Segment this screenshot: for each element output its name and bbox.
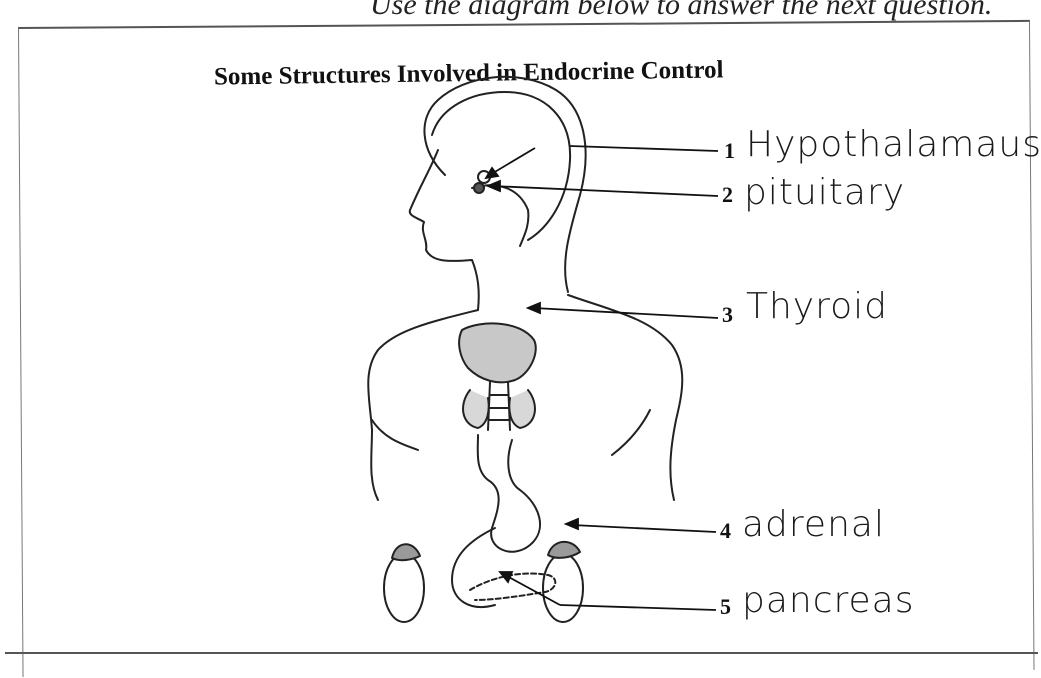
label-text-adrenal: adrenal [742, 504, 885, 545]
label-number-5: 5 [720, 594, 731, 620]
pituitary-dot [474, 183, 484, 193]
right-chest-line [612, 410, 650, 455]
leader-line-4 [572, 525, 716, 532]
leader-line-5 [560, 605, 716, 610]
left-kidney [384, 554, 424, 622]
thyroid-gland [459, 323, 536, 382]
right-shoulder [568, 295, 682, 500]
left-chest-line [372, 420, 418, 450]
right-kidney [543, 554, 583, 622]
stomach [478, 435, 540, 552]
leader-line-1 [570, 146, 718, 151]
brain-inner [472, 185, 528, 246]
duodenum [452, 528, 495, 607]
leader-line-3 [534, 308, 718, 318]
arrow-head-3 [528, 303, 540, 313]
brain-outline [432, 92, 570, 240]
arrow-head-2 [488, 181, 500, 191]
label-number-1: 1 [724, 138, 735, 164]
left-adrenal-gland [392, 544, 420, 560]
right-adrenal-gland [548, 542, 580, 558]
label-text-pancreas: pancreas [742, 580, 915, 621]
label-number-4: 4 [720, 518, 731, 544]
trachea [488, 382, 510, 430]
arrow-head-4 [566, 519, 578, 529]
label-text-thyroid: Thyroid [746, 286, 888, 327]
label-text-pituitary: pituitary [744, 172, 905, 213]
leader-line-2 [492, 186, 718, 196]
label-text-hypothalamus: Hypothalamaus [746, 124, 1041, 165]
label-number-2: 2 [722, 182, 733, 208]
label-number-3: 3 [722, 302, 733, 328]
